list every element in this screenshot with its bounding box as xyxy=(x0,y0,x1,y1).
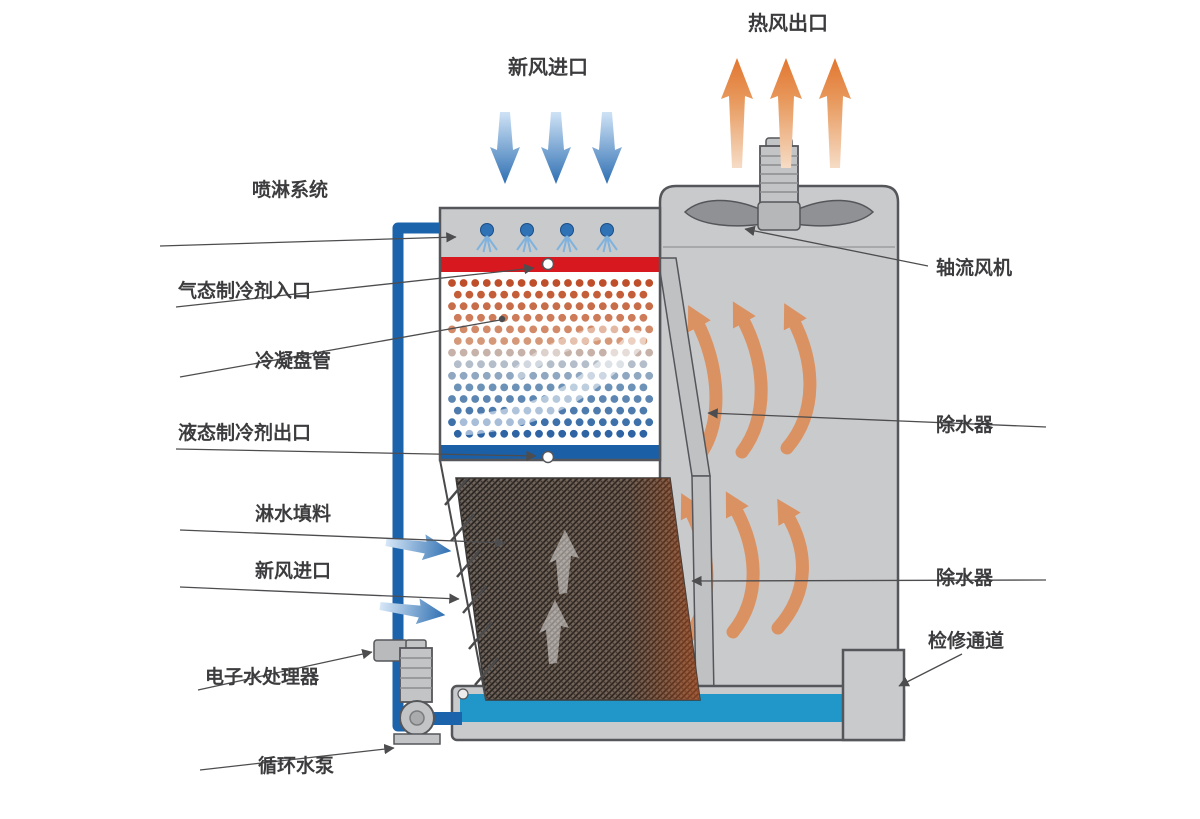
condenser-chamber xyxy=(438,206,662,464)
label-spray-system: 喷淋系统 xyxy=(252,178,328,201)
label-circulating-pump: 循环水泵 xyxy=(258,754,334,777)
leader-lines xyxy=(159,225,1047,771)
axial-fan xyxy=(683,137,875,231)
internal-air-arrows-upper xyxy=(687,301,817,462)
fill-media xyxy=(455,477,701,701)
label-drift-eliminator-upper: 除水器 xyxy=(936,413,994,436)
fresh-air-arrows xyxy=(490,112,622,184)
airflow-arrow xyxy=(549,530,579,594)
air-louvers xyxy=(439,459,499,701)
label-hot-air-outlet: 热风出口 xyxy=(748,11,828,35)
airflow-swoosh xyxy=(513,323,619,379)
label-fresh-air-inlet-side: 新风进口 xyxy=(255,559,331,582)
label-axial-fan: 轴流风机 xyxy=(936,256,1012,279)
float-valve xyxy=(457,688,469,700)
fan-motor xyxy=(759,137,799,205)
label-condensing-coil: 冷凝盘管 xyxy=(255,349,331,372)
water-pump xyxy=(393,639,462,745)
airflow-arrow xyxy=(539,600,569,664)
label-fill-packing: 淋水填料 xyxy=(255,502,331,525)
label-gaseous-refrigerant-inlet: 气态制冷剂入口 xyxy=(177,279,311,302)
spray-header xyxy=(440,208,660,257)
maintenance-step xyxy=(841,648,906,742)
label-electronic-water-treater: 电子水处理器 xyxy=(205,665,320,688)
pump-outlet-pipe xyxy=(432,712,462,725)
hot-air-arrows xyxy=(721,58,851,168)
liquid-outlet-port xyxy=(541,450,555,464)
label-liquid-refrigerant-outlet: 液态制冷剂出口 xyxy=(178,421,311,444)
label-maintenance-access: 检修通道 xyxy=(928,629,1004,652)
side-air-arrows xyxy=(379,534,452,625)
fan-blades xyxy=(683,199,875,231)
airflow-swoosh xyxy=(458,330,646,435)
label-fresh-air-inlet-top: 新风进口 xyxy=(508,55,588,79)
tower-body xyxy=(658,184,900,694)
label-drift-eliminator-lower: 除水器 xyxy=(936,566,994,589)
drift-eliminator-walls xyxy=(657,257,715,697)
gas-inlet-port xyxy=(541,257,555,271)
